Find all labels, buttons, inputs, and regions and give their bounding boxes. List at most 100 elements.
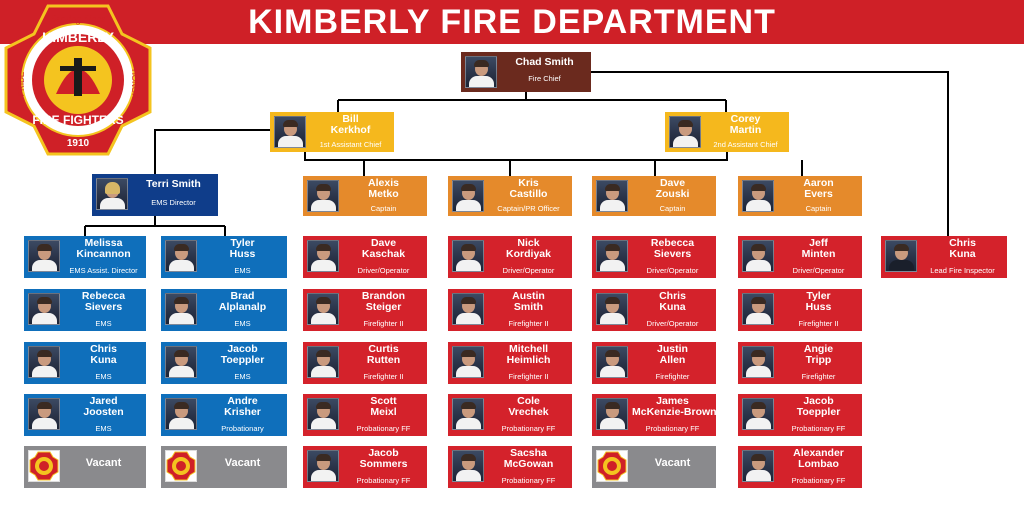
ems-right-1-last: Huss [229, 248, 256, 260]
crew-2-member-5-first: Sacsha [510, 447, 547, 459]
captain-4-first: Aaron [803, 177, 834, 189]
crew-4-member-1-role: Driver/Operator [792, 266, 845, 275]
ems-director-card[interactable]: Terri Smith EMS Director [92, 174, 218, 216]
captain-4-role: Captain [805, 204, 832, 213]
crew-4-member-5-last: Lombao [798, 458, 839, 470]
crew-4-member-2-photo [742, 293, 774, 325]
crew-3-member-4-last: McKenzie-Brown [632, 406, 716, 418]
crew-4-member-2-first: Tyler [806, 290, 831, 302]
ems-left-1-last: Kincannon [76, 248, 131, 260]
ems-left-1-photo [28, 240, 60, 272]
crew-2-member-2-first: Austin [512, 290, 545, 302]
ems-right-2-role: EMS [234, 319, 251, 328]
crew-4-member-5-first: Alexander [793, 447, 844, 459]
ems-left-1-role: EMS Assist. Director [69, 266, 138, 275]
crew-1-member-1-first: Dave [370, 237, 397, 249]
logo-name: KIMBERLY [42, 29, 114, 45]
inspector-photo [885, 240, 917, 272]
crew-3-member-1-first: Rebecca [650, 237, 695, 249]
ems-left-5-card[interactable]: Vacant [24, 446, 146, 488]
ems-right-4-last: Krisher [224, 406, 261, 418]
crew-2-member-4-photo [452, 398, 484, 430]
assistant-chief-2-last: Martin [729, 124, 762, 136]
ems-left-3-first: Chris [90, 343, 117, 355]
crew-4-member-3-role: Firefighter [801, 372, 836, 381]
assistant-chief-1-last: Kerkhof [330, 124, 371, 136]
captain-3-last: Zouski [655, 188, 690, 200]
crew-1-member-1-photo [307, 240, 339, 272]
connector-chief-assistants [337, 92, 727, 112]
ems-right-5-card[interactable]: Vacant [161, 446, 287, 488]
crew-3-member-2-last: Kuna [659, 301, 686, 313]
captain-3-role: Captain [659, 204, 686, 213]
ems-left-4-last: Joosten [83, 406, 124, 418]
assistant-chief-2-role: 2nd Assistant Chief [713, 140, 778, 149]
connector-ems-director [154, 129, 270, 174]
connector-captains [363, 160, 803, 176]
crew-4-member-1-photo [742, 240, 774, 272]
crew-2-member-5-last: McGowan [503, 458, 554, 470]
vacant-badge-icon [596, 450, 628, 482]
crew-2-member-1-role: Driver/Operator [502, 266, 555, 275]
logo-pride: PRIDE [17, 72, 26, 96]
captain-1-last: Metko [368, 188, 399, 200]
crew-4-member-3-photo [742, 346, 774, 378]
crew-1-member-1-role: Driver/Operator [357, 266, 410, 275]
captain-3-photo [596, 180, 628, 212]
crew-1-member-3-first: Curtis [368, 343, 399, 355]
ems-director-role: EMS Director [151, 198, 196, 207]
ems-right-2-first: Brad [230, 290, 255, 302]
crew-2-member-1-last: Kordiyak [506, 248, 551, 260]
crew-1-member-2-last: Steiger [365, 301, 402, 313]
inspector-role: Lead Fire Inspector [930, 266, 995, 275]
crew-2-member-5-photo [452, 450, 484, 482]
crew-1-member-2-role: Firefighter II [363, 319, 404, 328]
crew-3-member-2-role: Driver/Operator [646, 319, 699, 328]
connector-assistants-bar [304, 152, 728, 161]
ems-left-3-last: Kuna [90, 354, 117, 366]
crew-1-member-1-last: Kaschak [361, 248, 406, 260]
crew-2-member-4-first: Cole [517, 395, 540, 407]
crew-4-member-2-last: Huss [805, 301, 832, 313]
crew-3-member-5-card[interactable]: Vacant [592, 446, 716, 488]
ems-right-4-first: Andre [227, 395, 258, 407]
chief-card[interactable]: Chad Smith Fire Chief [461, 52, 591, 92]
ems-left-5-first: Vacant [85, 457, 122, 469]
logo-serving-since: Serving Since [51, 14, 106, 25]
inspector-first: Chris [949, 237, 976, 249]
